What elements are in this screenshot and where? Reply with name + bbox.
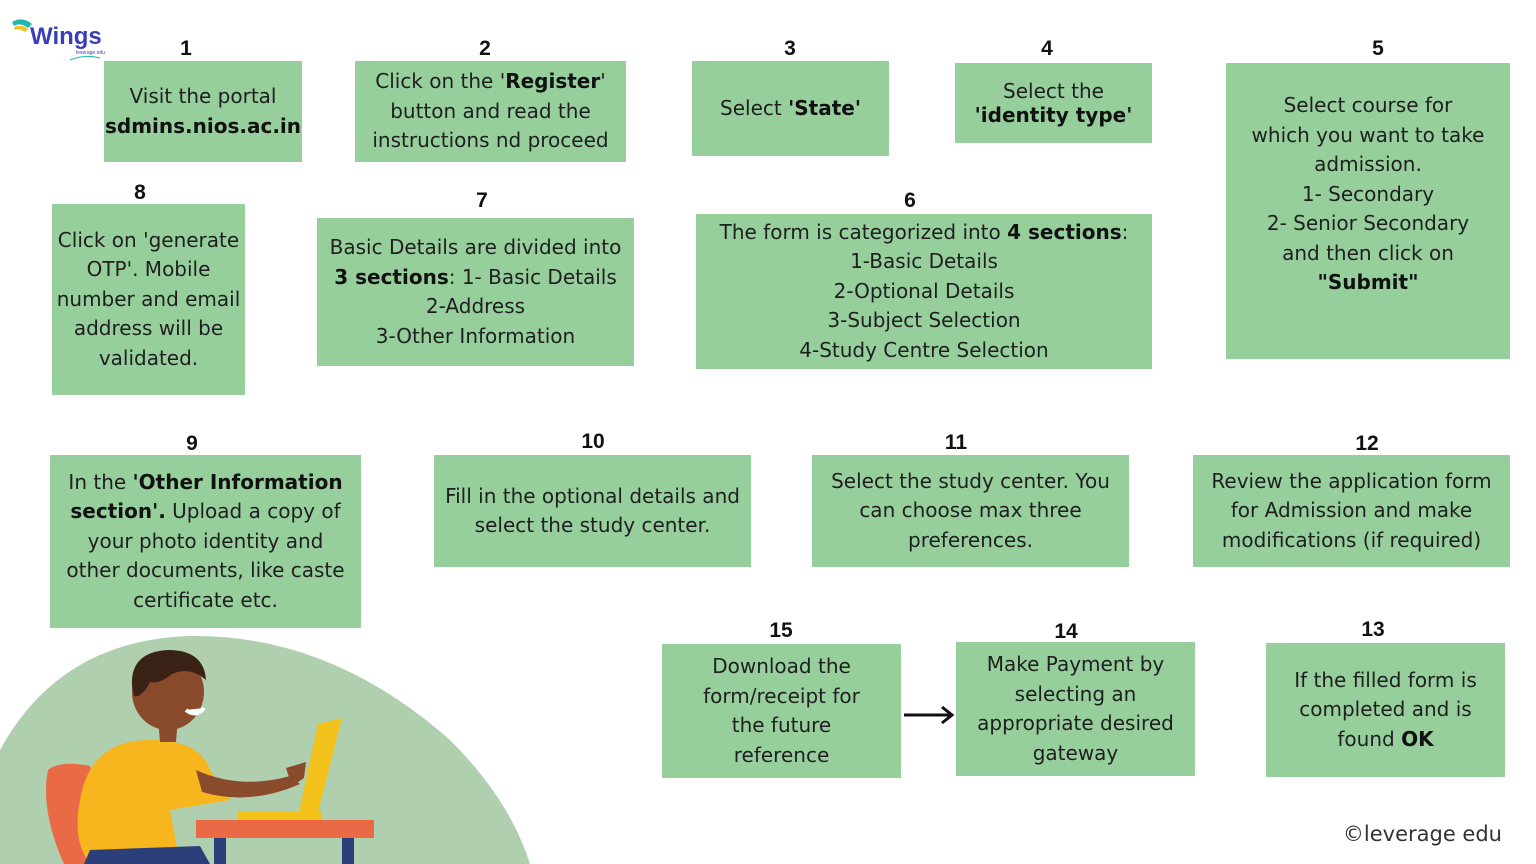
step-11-line-2: can choose max three	[859, 498, 1082, 523]
copyright: ©leverage edu	[1343, 822, 1502, 846]
step-7-line-2: 3 sections: 1- Basic Details	[334, 264, 617, 289]
step-box-1: Visit the portal sdmins.nios.ac.in	[104, 61, 302, 162]
step-11-line-3: preferences.	[908, 527, 1033, 552]
step-2-line-3: instructions nd proceed	[372, 128, 609, 153]
step-13-line-3: found OK	[1337, 726, 1434, 751]
step-13-line-1: If the filled form is	[1294, 667, 1477, 692]
step-number-4: 4	[1041, 37, 1053, 60]
step-number-12: 12	[1355, 432, 1379, 455]
copyright-text: leverage edu	[1363, 822, 1502, 846]
step-box-2: Click on the 'Register' button and read …	[355, 61, 626, 162]
arrow-right-icon	[904, 705, 955, 725]
step-15-line-2: form/receipt for	[703, 683, 860, 708]
step-6-line-4: 3-Subject Selection	[827, 308, 1021, 333]
step-box-6: The form is categorized into 4 sections:…	[696, 214, 1152, 369]
copyright-icon: ©	[1342, 822, 1364, 846]
step-box-9: In the 'Other Information section'. Uplo…	[50, 455, 361, 628]
step-9-line-2: section'. Upload a copy of	[70, 499, 341, 524]
step-10-line-2: select the study center.	[474, 513, 711, 537]
step-number-13: 13	[1361, 618, 1385, 641]
step-12-line-1: Review the application form	[1211, 468, 1492, 493]
step-7-line-4: 3-Other Information	[375, 323, 576, 348]
svg-text:Wings: Wings	[30, 23, 102, 50]
step-15-line-4: reference	[733, 742, 830, 767]
step-5-line-2: which you want to take	[1251, 122, 1485, 147]
step-number-15: 15	[769, 619, 793, 642]
step-1-text: Visit the portal	[129, 84, 277, 108]
step-box-14: Make Payment by selecting an appropriate…	[956, 642, 1195, 776]
step-box-5: Select course for which you want to take…	[1226, 63, 1510, 359]
step-6-line-3: 2-Optional Details	[833, 278, 1015, 303]
step-number-9: 9	[186, 432, 198, 455]
step-15-line-1: Download the	[712, 654, 851, 678]
portal-url: sdmins.nios.ac.in	[104, 113, 302, 138]
wings-logo: Wings leverage edu	[10, 14, 110, 66]
step-box-3: Select 'State'	[692, 61, 889, 156]
step-number-8: 8	[134, 181, 146, 204]
step-8-line-1: Click on 'generate	[57, 227, 240, 252]
step-15-line-3: the future	[731, 713, 832, 737]
step-number-3: 3	[784, 37, 796, 60]
submit-label: "Submit"	[1317, 270, 1419, 294]
step-8-line-4: address will be	[73, 316, 224, 341]
step-box-10: Fill in the optional details and select …	[434, 455, 751, 567]
step-9-line-4: other documents, like caste	[66, 558, 345, 583]
step-number-1: 1	[180, 37, 192, 60]
step-number-7: 7	[476, 189, 488, 212]
step-5-line-4: 1- Secondary	[1301, 181, 1435, 206]
step-7-line-3: 2-Address	[425, 294, 526, 318]
step-box-12: Review the application form for Admissio…	[1193, 455, 1510, 567]
person-laptop-illustration	[0, 635, 530, 864]
step-14-line-3: appropriate desired	[977, 711, 1174, 735]
step-box-13: If the filled form is completed and is f…	[1266, 643, 1505, 777]
step-5-line-3: admission.	[1314, 152, 1422, 176]
step-10-line-1: Fill in the optional details and	[445, 483, 740, 508]
step-number-6: 6	[904, 189, 916, 212]
step-8-line-3: number and email	[56, 286, 241, 311]
step-number-2: 2	[479, 37, 491, 60]
step-number-11: 11	[944, 431, 968, 454]
step-2-line-2: button and read the	[390, 98, 591, 123]
step-9-line-5: certificate etc.	[133, 587, 278, 612]
identity-type-label: 'identity type'	[974, 103, 1133, 127]
step-box-8: Click on 'generate OTP'. Mobile number a…	[52, 204, 245, 395]
step-3-text: Select 'State'	[720, 95, 861, 120]
step-12-line-2: for Admission and make	[1230, 498, 1473, 523]
step-14-line-2: selecting an	[1014, 681, 1137, 706]
step-6-line-1: The form is categorized into 4 sections:	[719, 219, 1129, 244]
step-6-line-2: 1-Basic Details	[850, 249, 998, 274]
step-5-line-1: Select course for	[1283, 93, 1453, 117]
step-4-line-1: Select the	[1003, 79, 1104, 103]
step-box-7: Basic Details are divided into 3 section…	[317, 218, 634, 366]
step-11-line-1: Select the study center. You	[831, 468, 1110, 493]
step-9-line-3: your photo identity and	[87, 528, 324, 553]
step-13-line-2: completed and is	[1299, 697, 1472, 722]
step-box-15: Download the form/receipt for the future…	[662, 644, 901, 778]
step-2-line-1: Click on the 'Register'	[375, 69, 606, 94]
step-14-line-1: Make Payment by	[986, 652, 1165, 676]
step-8-line-5: validated.	[98, 345, 199, 370]
step-box-11: Select the study center. You can choose …	[812, 455, 1129, 567]
step-number-10: 10	[581, 430, 605, 453]
step-7-line-1: Basic Details are divided into	[329, 235, 622, 259]
step-5-line-6: and then click on	[1282, 240, 1454, 265]
step-number-5: 5	[1372, 37, 1384, 60]
svg-text:leverage edu: leverage edu	[76, 50, 105, 56]
step-12-line-3: modifications (if required)	[1221, 527, 1482, 552]
step-number-14: 14	[1054, 620, 1078, 643]
step-5-line-5: 2- Senior Secondary	[1266, 211, 1470, 235]
step-8-line-2: OTP'. Mobile	[86, 257, 211, 282]
step-6-line-5: 4-Study Centre Selection	[799, 337, 1049, 362]
step-14-line-4: gateway	[1032, 740, 1119, 765]
step-9-line-1: In the 'Other Information	[68, 469, 343, 494]
step-box-4: Select the 'identity type'	[955, 63, 1152, 143]
